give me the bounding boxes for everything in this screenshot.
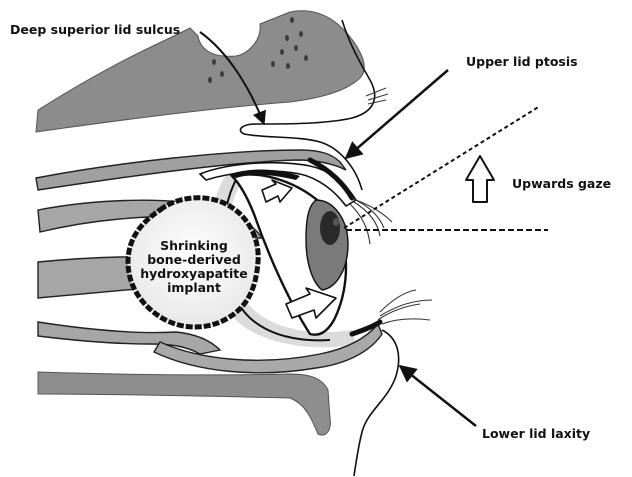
svg-text:hydroxyapatite: hydroxyapatite [140, 266, 248, 281]
laxity-leader-arrow [400, 366, 476, 426]
gaze-line-upward [344, 106, 540, 228]
svg-text:bone-derived: bone-derived [147, 252, 241, 267]
lower-lashes [378, 290, 432, 324]
label-ptosis: Upper lid ptosis [466, 54, 578, 69]
svg-text:Shrinking: Shrinking [160, 238, 228, 253]
label-deep-sulcus: Deep superior lid sulcus [10, 22, 180, 37]
upwards-gaze-arrow [466, 156, 494, 202]
label-lower-lid-laxity: Lower lid laxity [482, 426, 590, 441]
label-upwards-gaze: Upwards gaze [512, 176, 611, 191]
pupil-highlight [333, 218, 339, 226]
pupil [320, 211, 340, 245]
svg-text:implant: implant [167, 280, 221, 295]
orbital-floor-bone [38, 372, 330, 435]
brow-hairs [366, 88, 388, 104]
